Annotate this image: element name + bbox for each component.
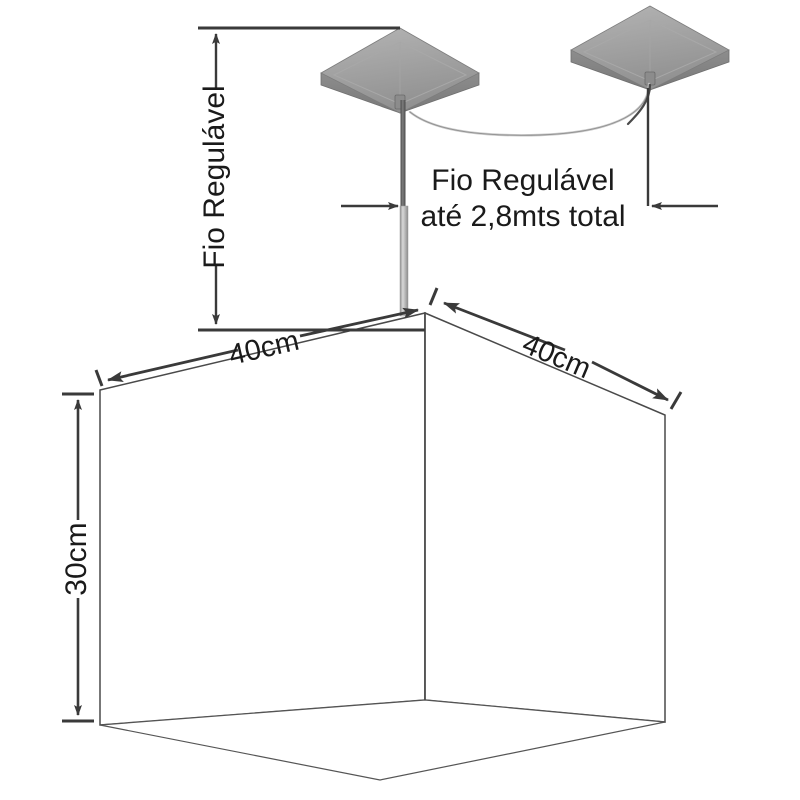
- dim-width-right-tick-end: [669, 391, 683, 410]
- dim-width-left-arrow-b: [299, 307, 419, 338]
- ceiling-canopy-right: [570, 5, 730, 91]
- dim-width-right-arrow-a: [443, 301, 566, 352]
- dim-height-label: 30cm: [60, 522, 93, 595]
- cord-lower-tube: [399, 205, 409, 317]
- cord-upper-segment: [400, 100, 406, 208]
- callout-cord-length: Fio Regulável até 2,8mts total: [341, 88, 718, 233]
- callout-cord-label-line2: até 2,8mts total: [420, 200, 625, 233]
- connecting-cable-shadow: [409, 83, 650, 136]
- dim-width-right-arrow-b: [591, 360, 669, 402]
- canopy-right-cord-stub: [626, 83, 652, 126]
- dimension-height: 30cm: [60, 392, 94, 723]
- callout-cord-label-line1: Fio Regulável: [431, 164, 614, 197]
- dim-width-left-tick: [94, 369, 104, 387]
- dim-cord-label: Fio Regulável: [198, 85, 231, 268]
- cube-shade: [99, 311, 666, 781]
- cube-face-bottom: [99, 699, 666, 781]
- canopy-right-nipple: [644, 71, 656, 86]
- dimension-cord-adjustable: Fio Regulável: [198, 26, 425, 332]
- dim-width-left-arrow-a: [107, 348, 239, 382]
- dim-width-right-tick-start: [428, 287, 439, 306]
